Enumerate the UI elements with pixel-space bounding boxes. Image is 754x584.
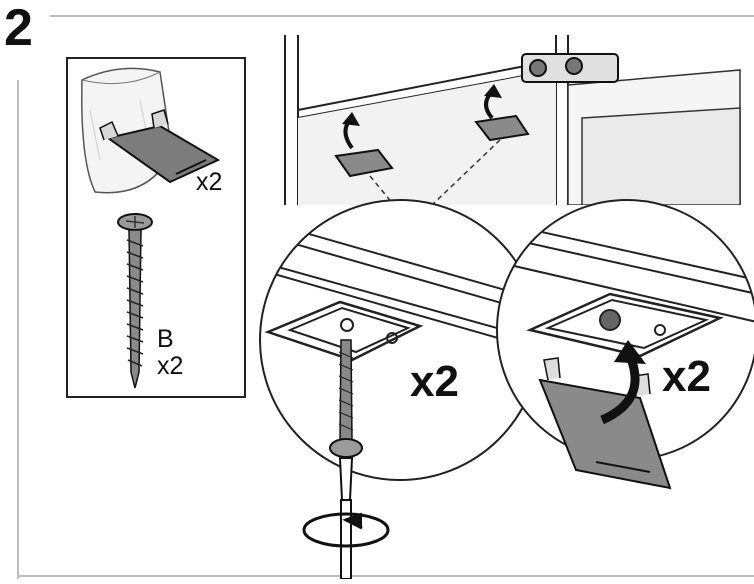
bracket-part	[99, 109, 221, 184]
detail-circle-bracket	[496, 199, 754, 490]
bracket-flipping	[538, 357, 672, 490]
screw-letter-label: B	[157, 325, 174, 353]
screw-part	[117, 213, 153, 389]
bracket-step-quantity-label: x2	[662, 352, 711, 401]
bracket-quantity-label: x2	[196, 168, 223, 196]
parts-box	[66, 57, 246, 398]
flip-up-arrow-icon	[600, 340, 646, 425]
screw-quantity-label: x2	[157, 352, 184, 380]
frame-lines	[17, 15, 754, 579]
cabinet-scene	[284, 35, 741, 205]
mounted-bracket-left	[334, 112, 394, 178]
rotate-clockwise-icon	[302, 512, 390, 548]
step-number: 2	[4, 0, 33, 57]
screw-being-installed	[329, 339, 363, 458]
mounted-bracket-right	[474, 84, 530, 142]
hinge	[521, 53, 619, 83]
screwdriver	[338, 457, 354, 580]
screw-step-quantity-label: x2	[410, 357, 459, 406]
